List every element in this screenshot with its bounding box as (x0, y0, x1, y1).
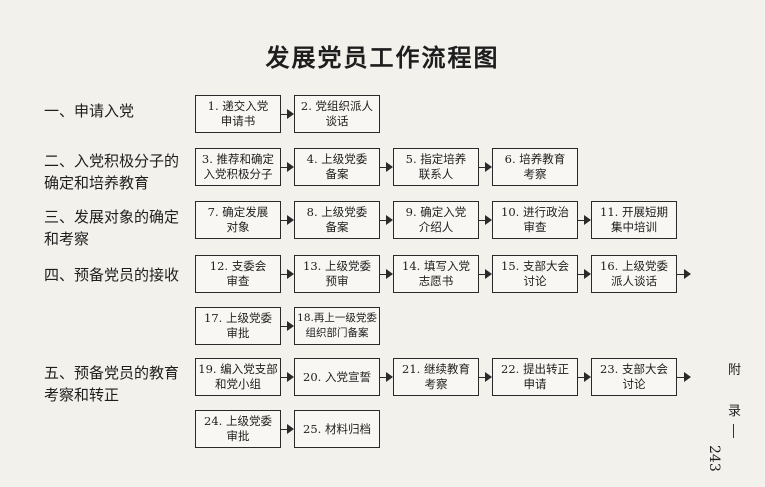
step-1-box: 1. 递交入党 申请书 (195, 95, 281, 133)
arrow-17-18 (281, 321, 294, 331)
arrow-4-5 (380, 162, 393, 172)
stage-4-label: 四、预备党员的接收 (44, 266, 180, 284)
arrow-19-20 (281, 372, 294, 382)
step-12-box: 12. 支委会 审查 (195, 255, 281, 293)
step-11-box: 11. 开展短期 集中培训 (591, 201, 677, 239)
page-number: 243 (706, 445, 722, 472)
appendix-label-2: 录 (728, 404, 742, 419)
arrow-23-continue (677, 372, 691, 382)
margin-divider (733, 424, 734, 438)
step-15-box: 15. 支部大会 讨论 (492, 255, 578, 293)
step-14-box: 14. 填写入党 志愿书 (393, 255, 479, 293)
stage-1-label: 一、申请入党 (44, 102, 135, 120)
step-7-box: 7. 确定发展 对象 (195, 201, 281, 239)
step-13-box: 13. 上级党委 预审 (294, 255, 380, 293)
step-4-box: 4. 上级党委 备案 (294, 148, 380, 186)
arrow-7-8 (281, 215, 294, 225)
arrow-5-6 (479, 162, 492, 172)
arrow-1-2 (281, 109, 294, 119)
arrow-3-4 (281, 162, 294, 172)
step-10-box: 10. 进行政治 审查 (492, 201, 578, 239)
step-19-box: 19. 编入党支部 和党小组 (195, 358, 281, 396)
arrow-13-14 (380, 269, 393, 279)
stage-3-label: 三、发展对象的确定 和考察 (44, 208, 180, 248)
page-title: 发展党员工作流程图 (265, 43, 500, 72)
arrow-16-continue (677, 269, 691, 279)
step-24-box: 24. 上级党委 审批 (195, 410, 281, 448)
arrow-9-10 (479, 215, 492, 225)
arrow-15-16 (578, 269, 591, 279)
step-6-box: 6. 培养教育 考察 (492, 148, 578, 186)
arrow-8-9 (380, 215, 393, 225)
step-20-box: 20. 入党宣誓 (294, 358, 380, 396)
step-18-box: 18.再上一级党委 组织部门备案 (294, 307, 380, 345)
arrow-22-23 (578, 372, 591, 382)
arrow-12-13 (281, 269, 294, 279)
step-21-box: 21. 继续教育 考察 (393, 358, 479, 396)
step-2-box: 2. 党组织派人 谈话 (294, 95, 380, 133)
step-3-box: 3. 推荐和确定 入党积极分子 (195, 148, 281, 186)
step-22-box: 22. 提出转正 申请 (492, 358, 578, 396)
stage-2-label: 二、入党积极分子的 确定和培养教育 (44, 152, 180, 192)
stage-5-label: 五、预备党员的教育 考察和转正 (44, 364, 180, 404)
arrow-10-11 (578, 215, 591, 225)
step-5-box: 5. 指定培养 联系人 (393, 148, 479, 186)
appendix-label-1: 附 (728, 363, 742, 378)
step-17-box: 17. 上级党委 审批 (195, 307, 281, 345)
arrow-14-15 (479, 269, 492, 279)
step-16-box: 16. 上级党委 派人谈话 (591, 255, 677, 293)
step-8-box: 8. 上级党委 备案 (294, 201, 380, 239)
arrow-24-25 (281, 424, 294, 434)
step-25-box: 25. 材料归档 (294, 410, 380, 448)
arrow-20-21 (380, 372, 393, 382)
arrow-21-22 (479, 372, 492, 382)
step-23-box: 23. 支部大会 讨论 (591, 358, 677, 396)
step-9-box: 9. 确定入党 介绍人 (393, 201, 479, 239)
